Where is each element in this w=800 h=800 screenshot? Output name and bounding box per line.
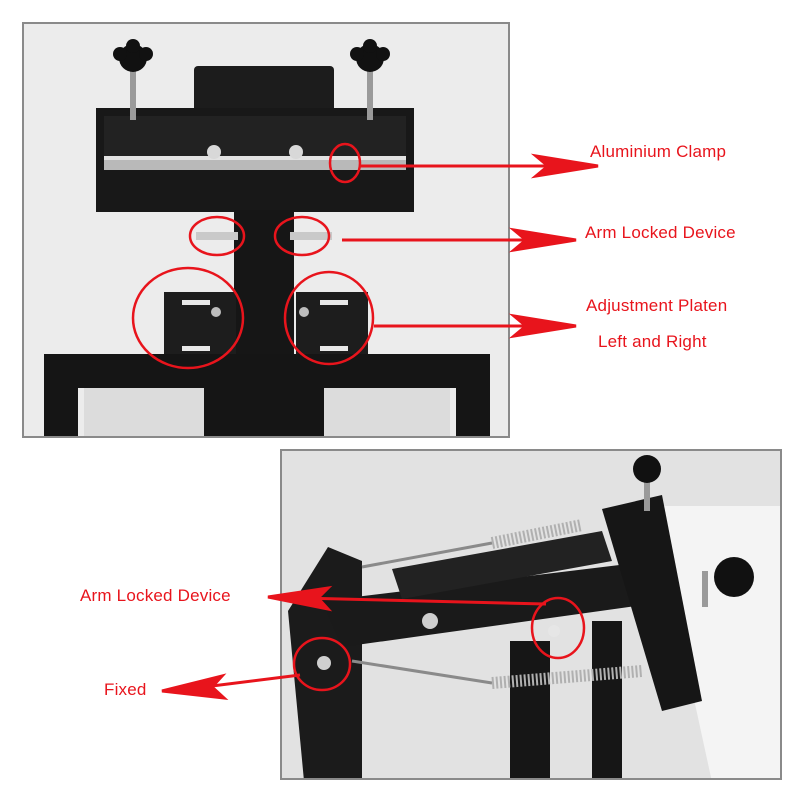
arm-lock-bolt [548, 625, 560, 637]
bolt [207, 145, 221, 159]
knob-left [113, 39, 153, 72]
clamp-head [602, 495, 702, 711]
label-adjustment-platen-line2: Left and Right [598, 332, 707, 351]
bottom-photo-panel [280, 449, 782, 780]
knob-side [702, 557, 754, 607]
label-fixed: Fixed [104, 680, 147, 699]
label-arm-locked-device-top: Arm Locked Device [585, 223, 736, 242]
label-aluminium-clamp: Aluminium Clamp [590, 142, 727, 161]
top-press-illustration [44, 39, 490, 436]
clamp-inner [104, 116, 406, 156]
knob-right [350, 39, 390, 72]
base-frame [44, 354, 490, 388]
arm-lock-bolt-right [290, 232, 332, 240]
bolt [289, 145, 303, 159]
bottom-press-illustration [288, 455, 780, 778]
spring-upper [361, 519, 584, 569]
knob-top [633, 455, 661, 511]
top-photo-panel [22, 22, 510, 438]
label-arm-locked-device-bottom: Arm Locked Device [80, 586, 231, 605]
fixed-bolt [317, 656, 331, 670]
arm-lock-bolt-left [196, 232, 238, 240]
spring-lower [351, 659, 643, 689]
label-adjustment-platen-line1: Adjustment Platen [586, 296, 728, 315]
